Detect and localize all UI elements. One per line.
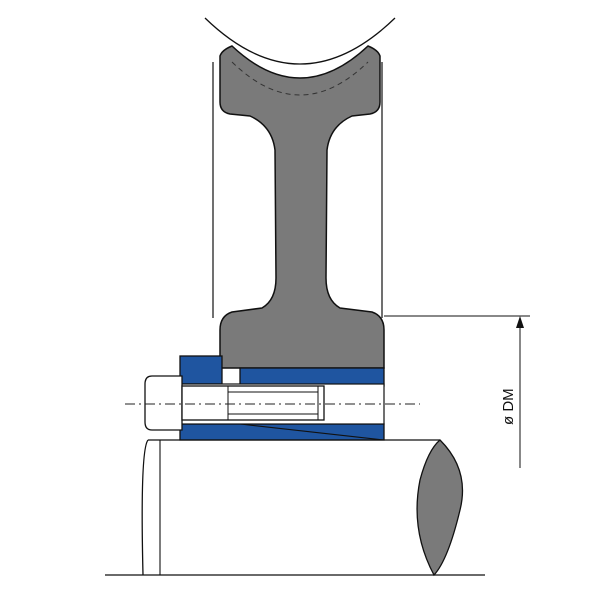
taper-line — [239, 423, 385, 441]
bolt-head — [144, 375, 183, 431]
clamp-ring-lower — [179, 423, 385, 441]
shaft-break — [416, 439, 464, 577]
clamp-ring-upper-left — [179, 355, 223, 385]
shaft-left-end — [141, 439, 149, 576]
bolt-shank — [181, 385, 325, 421]
rim-arc — [204, 17, 396, 65]
dimension-label: ø DM — [500, 388, 517, 425]
pitch-circle-dashed — [231, 61, 369, 96]
clamp-ring-upper-right — [239, 367, 385, 387]
wheel-section — [219, 45, 385, 369]
dim-arrow-icon — [516, 316, 524, 328]
